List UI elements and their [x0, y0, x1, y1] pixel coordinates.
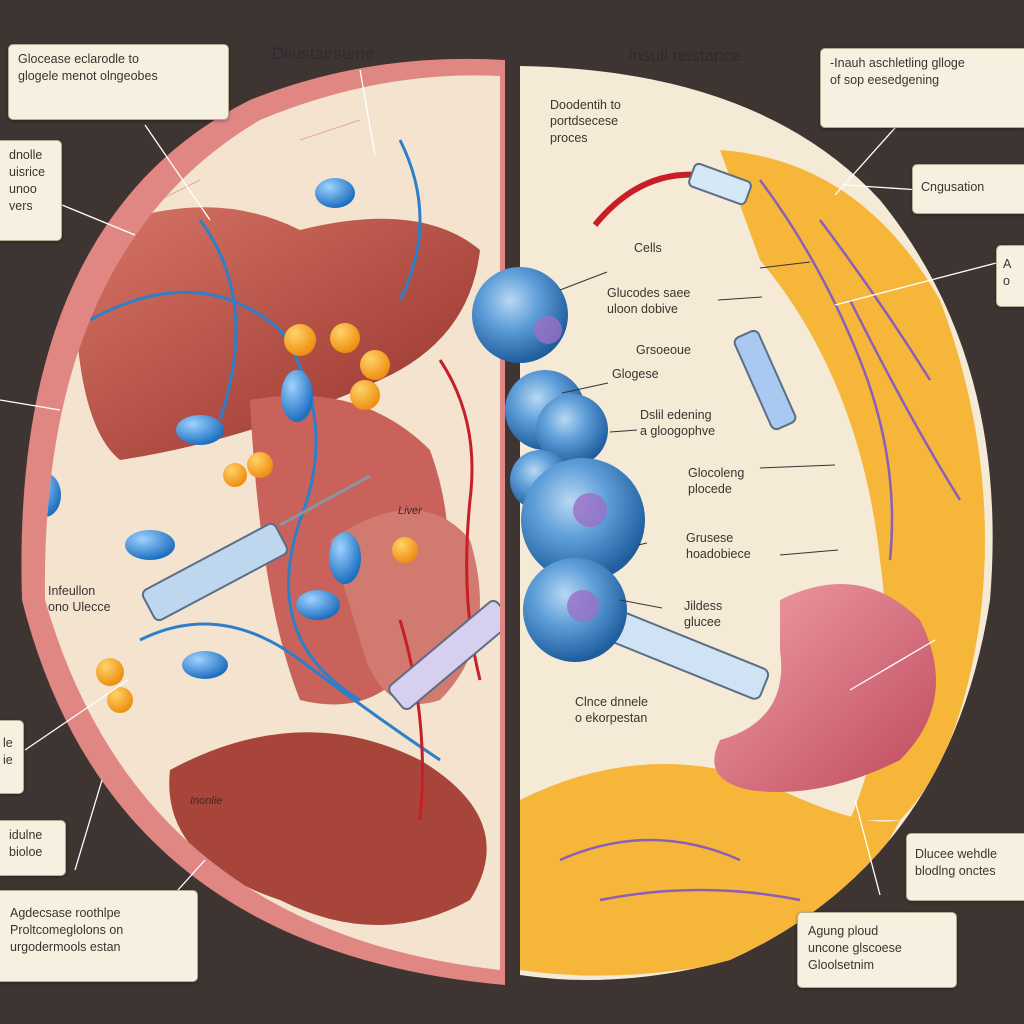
callout-line: dnolle	[9, 148, 43, 162]
stomach	[714, 584, 936, 792]
insulin-granules	[44, 178, 361, 679]
tag-line: plocede	[688, 482, 732, 497]
callout-right-bottom: Agung ploud uncone glscoese Gloolsetnim	[797, 912, 957, 988]
cell-chain	[472, 267, 645, 662]
callout-left-top: Glocease eclarodle to glogele menot olng…	[8, 44, 229, 120]
leader-lines	[0, 69, 1001, 911]
vial	[733, 329, 797, 431]
callout-left-small: le ie	[0, 720, 24, 794]
tag-line: glucee	[684, 615, 721, 630]
tag-cells: Cells	[634, 241, 662, 255]
dark-leader-lines	[559, 261, 839, 609]
callout-line: Agung ploud	[808, 924, 879, 938]
tag-line: Grusese	[686, 531, 734, 545]
callout-line: Dlucee wehdle	[915, 847, 997, 861]
tag-line: portdsecese	[550, 114, 619, 129]
tag-line: Glucodes saee	[607, 286, 691, 300]
callout-right-top: -Inauh aschletling glloge of sop eesedge…	[820, 48, 1024, 128]
tag-infusion: Infeullon ono Ulecce	[48, 583, 111, 616]
tag-line: a gloogophve	[640, 424, 716, 439]
blood-tube	[592, 171, 701, 227]
syringe-left	[141, 474, 371, 622]
purple-nerves	[559, 179, 962, 902]
callout-line: bioloe	[9, 844, 43, 859]
callout-left-bottom: Agdecsase roothlpe Proltcomeglolons on u…	[0, 890, 198, 982]
left-title: Diiustairsuine	[272, 44, 375, 63]
liver	[74, 207, 480, 460]
callout-line: -Inauh aschletling glloge	[830, 56, 965, 70]
tag-glucose-3: Glocoleng plocede	[688, 465, 744, 498]
callout-line: uncone glscoese	[808, 940, 902, 955]
callout-line: le	[3, 736, 13, 750]
callout-line: uisrice	[9, 164, 46, 179]
tag-line: proces	[550, 130, 588, 145]
tag-line: Glocoleng	[688, 466, 745, 480]
callout-line: urgodermools estan	[10, 939, 121, 954]
tag-glucose-2: Glogese	[612, 367, 659, 381]
intestine	[169, 732, 487, 925]
tag-line: Infeullon	[48, 584, 96, 598]
tag-glucose-source: Glucodes saee uloon dobive	[607, 285, 690, 318]
callout-line: Proltcomeglolons on	[10, 922, 124, 937]
callout-line: A	[1003, 257, 1012, 271]
callout-line: glogele menot olngeobes	[18, 68, 158, 83]
tag-line: o ekorpestan	[575, 711, 648, 726]
callout-left-mid: dnolle uisrice unoo vers	[0, 140, 62, 241]
tag-lower: Clnce dnnele o ekorpestan	[575, 694, 648, 727]
callout-right-congestion: Cngusation	[912, 164, 1024, 214]
tag-line: Clnce dnnele	[575, 695, 648, 709]
callout-line: ie	[3, 752, 13, 767]
tag-glucose-5: Jildess glucee	[684, 598, 722, 631]
callout-line: idulne	[9, 828, 43, 842]
tag-intro: Doodentih to portdsecese proces	[550, 97, 621, 146]
callout-line: unoo	[9, 181, 37, 196]
syringe-top-right	[688, 162, 752, 206]
right-title: Insull reistance	[628, 46, 742, 65]
callout-left-low: idulne bioloe	[0, 820, 66, 876]
liver-label: Liver	[398, 505, 422, 517]
callout-line: blodlng onctes	[915, 863, 996, 878]
callout-line: of sop eesedgening	[830, 72, 940, 87]
tag-line: uloon dobive	[607, 302, 678, 317]
syringe-middle	[388, 599, 501, 711]
tag-line: Jildess	[684, 599, 723, 613]
tag-line: hoadobiece	[686, 547, 751, 562]
tag-glucose-4: Grusese hoadobiece	[686, 530, 751, 563]
callout-line: Agdecsase roothlpe	[10, 906, 121, 920]
tag-line: Dslil edening	[640, 408, 712, 422]
callout-right-mid: Dlucee wehdle blodlng onctes	[906, 833, 1024, 901]
tag-glucose-1: Grsoeoue	[636, 343, 691, 357]
tag-line: ono Ulecce	[48, 600, 111, 615]
fat-cluster-left	[96, 323, 418, 713]
callout-line: vers	[9, 198, 33, 213]
callout-right-far: A o	[996, 245, 1024, 307]
tag-line: Doodentih to	[550, 98, 621, 112]
callout-line: Cngusation	[921, 180, 985, 194]
callout-line: o	[1003, 273, 1010, 288]
organ-label: Inonlie	[190, 795, 223, 807]
left-panel	[21, 58, 506, 986]
tag-cell-entering: Dslil edening a gloogophve	[640, 407, 715, 440]
blue-vessels	[89, 139, 441, 762]
callout-line: Glocease eclarodle to	[18, 52, 139, 66]
callout-line: Gloolsetnim	[808, 957, 874, 972]
